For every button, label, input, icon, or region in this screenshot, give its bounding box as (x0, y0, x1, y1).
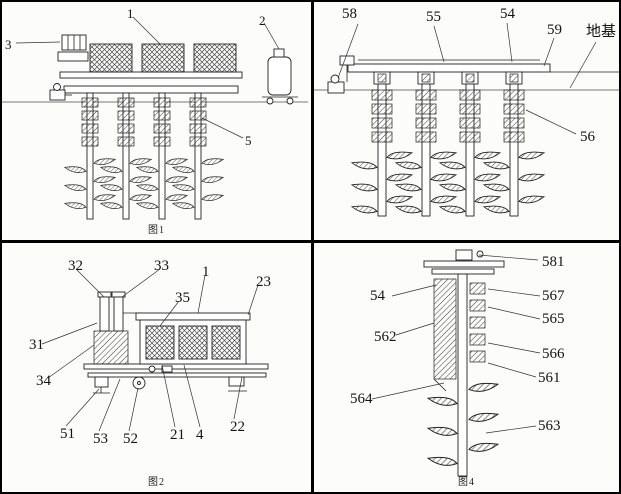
tank (262, 48, 298, 105)
figure3-panel: 58 55 54 59 地基 56 (314, 2, 619, 243)
pump-unit (327, 55, 355, 94)
base-platform (83, 363, 269, 378)
ref-label-567: 567 (542, 288, 565, 304)
figure1-caption: 图1 (148, 225, 165, 236)
ref-label-4: 4 (196, 427, 204, 443)
ref-label-58: 58 (342, 6, 357, 22)
figure1-drawing (2, 16, 308, 220)
ref-label-56: 56 (580, 129, 595, 145)
ground-label: 地基 (586, 24, 617, 40)
ref-label-563: 563 (538, 418, 561, 434)
ref-label-22: 22 (230, 419, 245, 435)
top-bracket (423, 249, 505, 275)
ref-label-564: 564 (350, 391, 373, 407)
ref-label-561: 561 (538, 370, 561, 386)
ref-label-54: 54 (500, 6, 515, 22)
supports (93, 376, 247, 394)
figure2-drawing (41, 268, 269, 432)
piles (81, 92, 207, 220)
leader-lines (41, 268, 259, 432)
drill-shaft (457, 273, 468, 477)
figure2-caption: 图2 (148, 477, 165, 488)
ref-label-2: 2 (259, 13, 266, 28)
ref-label-33: 33 (154, 258, 169, 274)
figure2-panel: 32 33 1 23 35 31 34 51 53 52 21 4 22 图2 (2, 243, 314, 492)
ref-label-566: 566 (542, 346, 565, 362)
ref-label-581: 581 (542, 254, 565, 270)
ref-label-562: 562 (374, 329, 397, 345)
leader-lines (371, 254, 541, 434)
gantry-frame (59, 71, 243, 94)
feeder-unit (57, 34, 89, 62)
ref-label-5: 5 (245, 133, 252, 148)
ref-label-32: 32 (68, 258, 83, 274)
feed-pipes (97, 291, 142, 332)
figure3-drawing (314, 22, 619, 217)
ref-label-1: 1 (202, 264, 210, 280)
ref-label-54: 54 (370, 288, 385, 304)
hopper-boxes (89, 43, 237, 73)
ref-label-3: 3 (5, 37, 12, 52)
ref-label-35: 35 (175, 290, 190, 306)
segment-stack (469, 282, 486, 363)
pump-unit (49, 83, 72, 101)
gantry-frame (347, 59, 551, 73)
ref-label-565: 565 (542, 311, 565, 327)
figure4-caption: 图4 (458, 477, 475, 488)
hopper-box (93, 330, 129, 365)
ref-label-23: 23 (256, 274, 271, 290)
leader-lines (15, 16, 280, 139)
figure4-drawing (371, 249, 541, 477)
ref-label-34: 34 (36, 373, 51, 389)
ref-label-52: 52 (123, 431, 138, 447)
ref-label-51: 51 (60, 426, 75, 442)
piles (371, 83, 525, 217)
pile-clamps (373, 71, 523, 85)
ref-label-53: 53 (93, 431, 108, 447)
ref-label-1: 1 (127, 6, 134, 21)
ref-label-59: 59 (547, 22, 562, 38)
leader-lines (337, 22, 597, 135)
ref-label-31: 31 (29, 337, 44, 353)
figure1-panel: 1 3 2 5 图1 (2, 2, 314, 243)
ref-label-55: 55 (426, 9, 441, 25)
ref-label-21: 21 (170, 427, 185, 443)
figure4-panel: 581 54 567 565 562 566 561 564 563 图4 (314, 243, 619, 492)
mixer-container (135, 312, 251, 373)
casing-column (433, 278, 457, 392)
